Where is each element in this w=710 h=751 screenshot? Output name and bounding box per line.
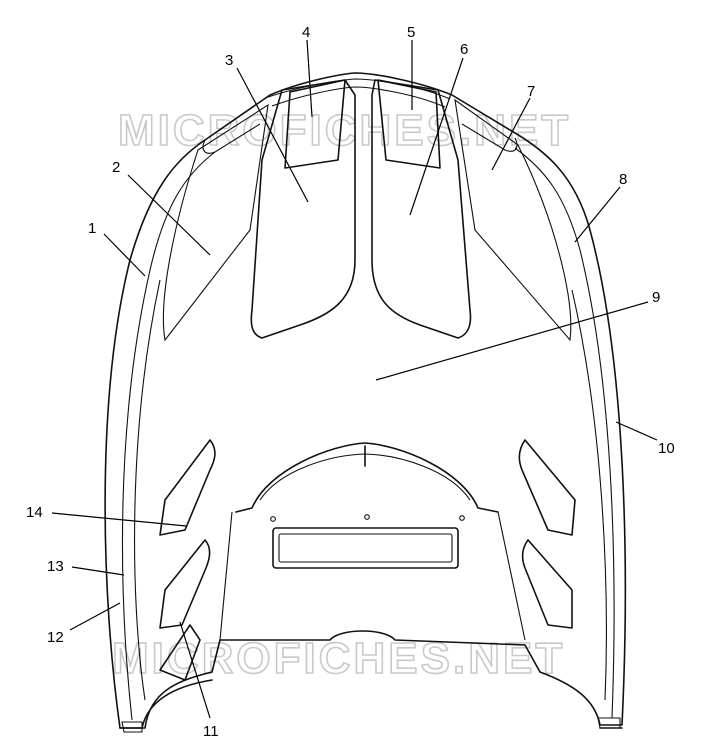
grille-left-middle (159, 539, 211, 629)
watermark-top: MICROFICHES.NET (118, 106, 571, 155)
callout-1: 1 (88, 220, 96, 237)
callout-4: 4 (302, 24, 310, 41)
hood-outer-outline (104, 72, 627, 729)
vent-5 (377, 79, 441, 169)
nose-arch (235, 442, 499, 513)
leader-14 (51, 512, 187, 527)
leader-6 (409, 57, 464, 216)
hood-rim-right (571, 289, 607, 701)
leader-8 (574, 186, 621, 243)
base-left (119, 679, 213, 729)
top-vents (284, 79, 441, 169)
leader-13 (71, 566, 125, 576)
callout-5: 5 (407, 24, 415, 41)
leader-11 (179, 621, 211, 719)
leader-1 (103, 233, 146, 277)
callout-10: 10 (658, 440, 675, 457)
leader-12 (69, 602, 121, 631)
callout-7: 7 (527, 83, 535, 100)
callout-labels: 1 2 3 4 5 6 7 8 9 10 11 12 13 14 (26, 24, 675, 740)
leader-4 (306, 39, 313, 118)
callout-9: 9 (652, 289, 660, 306)
side-grilles (159, 439, 576, 681)
logo-plate (272, 527, 459, 569)
vent-4 (284, 79, 346, 169)
screw-hole-center (364, 514, 370, 520)
callout-13: 13 (47, 558, 64, 575)
screw-hole-right (459, 515, 465, 521)
lower-center-left-edge (219, 511, 233, 641)
strip-cap-right (461, 123, 518, 152)
top-ridge-inner (271, 86, 446, 108)
callout-12: 12 (47, 629, 64, 646)
hood-inner-edge-left (121, 151, 216, 721)
base (119, 679, 623, 733)
leader-9 (375, 301, 649, 381)
grille-left-upper (159, 439, 216, 536)
center-panels (162, 79, 572, 342)
leader-10 (615, 421, 658, 441)
leader-2 (127, 174, 211, 256)
callout-14: 14 (26, 504, 43, 521)
callout-2: 2 (112, 159, 120, 176)
base-right-foot (597, 717, 621, 729)
hood-inner-edge-right (514, 147, 615, 719)
callout-6: 6 (460, 41, 468, 58)
leader-7 (491, 97, 531, 171)
logo-plate-inner (278, 533, 453, 563)
lower-center-right-edge (497, 511, 526, 641)
leader-3 (236, 67, 309, 203)
grille-right-upper (518, 439, 576, 536)
callout-3: 3 (225, 52, 233, 69)
leader-lines (51, 39, 658, 719)
panel-right (371, 79, 472, 339)
hood-body (104, 72, 627, 729)
base-left-foot (121, 721, 143, 733)
strip-cap-left (202, 123, 261, 154)
screw-hole-left (270, 516, 276, 522)
lower-section (219, 442, 526, 641)
side-strip-left (162, 103, 269, 342)
grille-left-lower (159, 624, 201, 681)
callout-11: 11 (203, 723, 219, 740)
callout-8: 8 (619, 171, 627, 188)
side-strip-right (454, 98, 572, 342)
panel-left (250, 79, 356, 339)
hood-rim-left (133, 279, 161, 701)
grille-right-middle (521, 539, 573, 629)
